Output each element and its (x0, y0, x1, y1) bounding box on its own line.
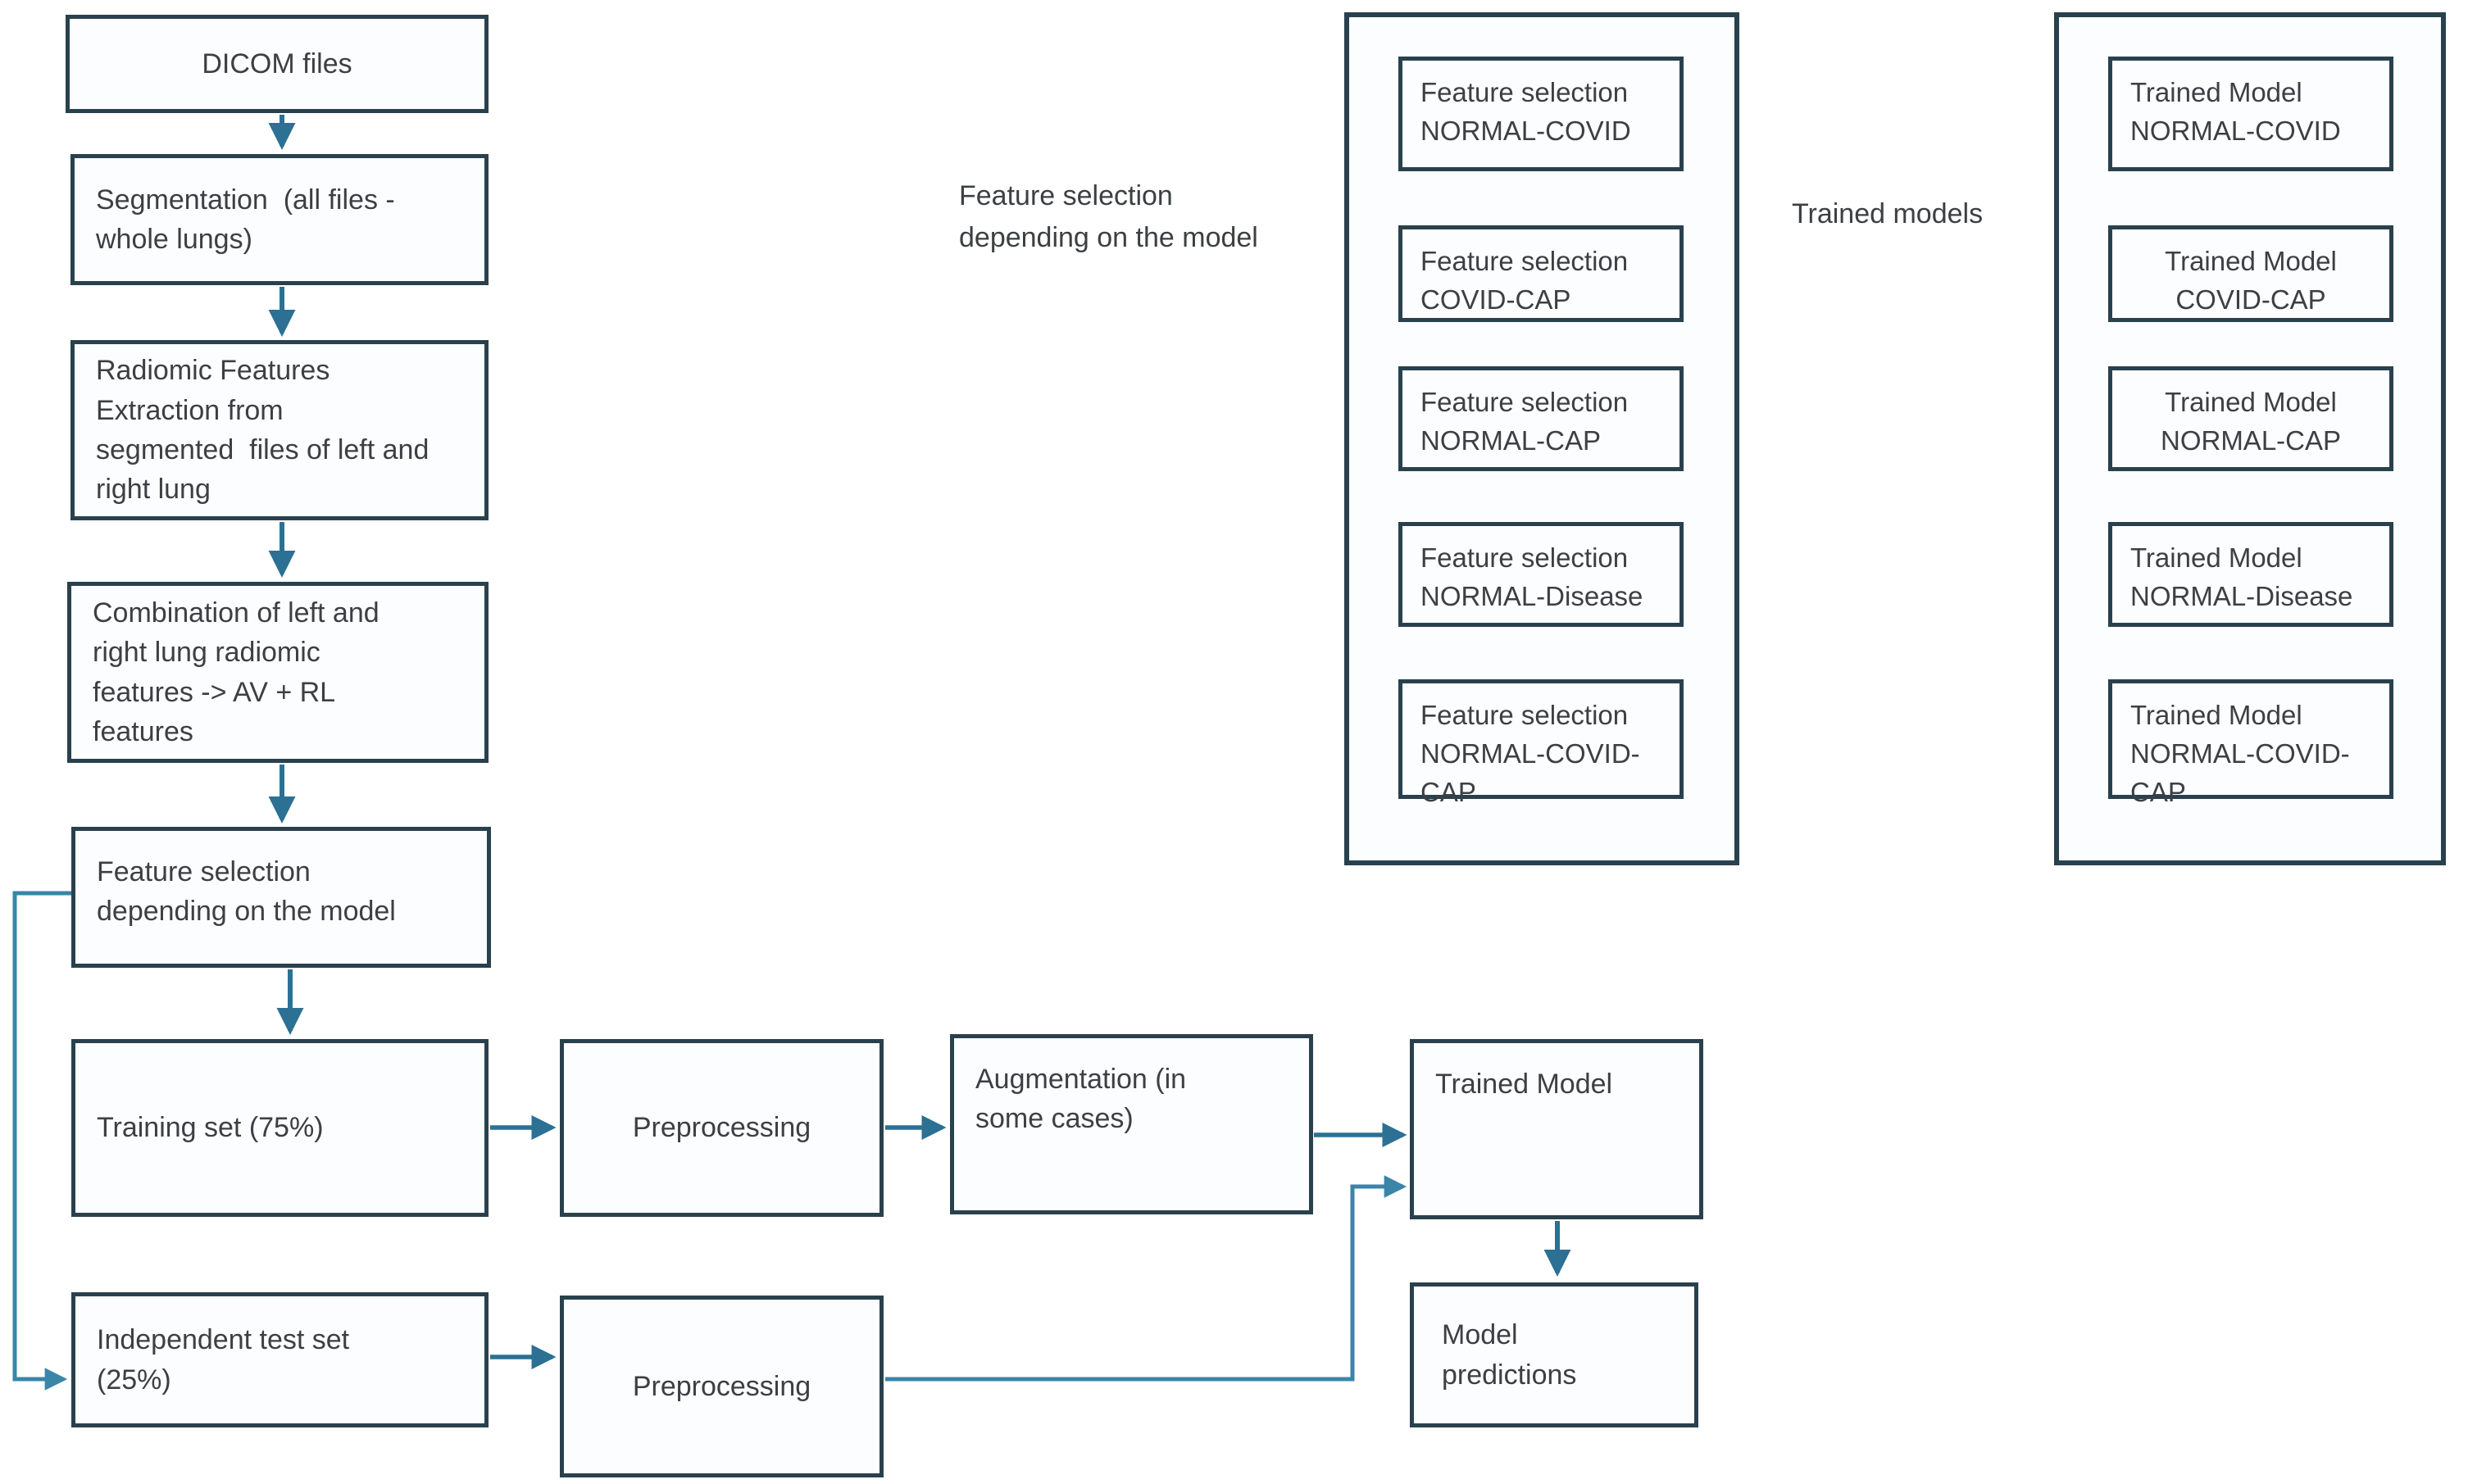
arrow-feature-selection-to-test-set (12, 891, 71, 1391)
feature-selection-item-normal-covid-cap: Feature selection NORMAL-COVID- CAP (1398, 679, 1684, 807)
trained-model-item-normal-covid-cap: Trained Model NORMAL-COVID- CAP (2108, 679, 2393, 807)
feature-selection-box: Feature selection depending on the model (71, 827, 491, 968)
trained-model-item-normal-covid: Trained Model NORMAL-COVID (2108, 57, 2393, 171)
training-set-box: Training set (75%) (71, 1039, 489, 1217)
trained-models-container: Trained Model NORMAL-COVID Trained Model… (2054, 12, 2446, 865)
trained-model-item-normal-disease: Trained Model NORMAL-Disease (2108, 522, 2393, 627)
model-predictions-box: Model predictions (1410, 1282, 1698, 1427)
trained-model-item-normal-cap: Trained Model NORMAL-CAP (2108, 366, 2393, 471)
feature-selection-item-covid-cap: Feature selection COVID-CAP (1398, 225, 1684, 322)
radiomic-extraction-box: Radiomic Features Extraction from segmen… (70, 340, 489, 520)
preprocessing-test-box: Preprocessing (560, 1296, 884, 1477)
feature-selection-item-normal-covid: Feature selection NORMAL-COVID (1398, 57, 1684, 171)
dicom-files-box: DICOM files (66, 15, 489, 113)
trained-models-group-label: Trained models (1792, 198, 1984, 229)
arrow-test-preprocessing-to-trained-model (885, 1175, 1407, 1382)
combination-box: Combination of left and right lung radio… (67, 582, 489, 763)
feature-selection-item-normal-disease: Feature selection NORMAL-Disease (1398, 522, 1684, 627)
preprocessing-train-box: Preprocessing (560, 1039, 884, 1217)
feature-selection-item-normal-cap: Feature selection NORMAL-CAP (1398, 366, 1684, 471)
augmentation-box: Augmentation (in some cases) (950, 1034, 1313, 1214)
independent-test-set-box: Independent test set (25%) (71, 1292, 489, 1427)
trained-model-item-covid-cap: Trained Model COVID-CAP (2108, 225, 2393, 322)
feature-selection-group-label: Feature selection depending on the model (959, 180, 1258, 253)
feature-selection-container: Feature selection NORMAL-COVID Feature s… (1344, 12, 1739, 865)
segmentation-box: Segmentation (all files - whole lungs) (70, 154, 489, 285)
trained-model-box: Trained Model (1410, 1039, 1703, 1219)
